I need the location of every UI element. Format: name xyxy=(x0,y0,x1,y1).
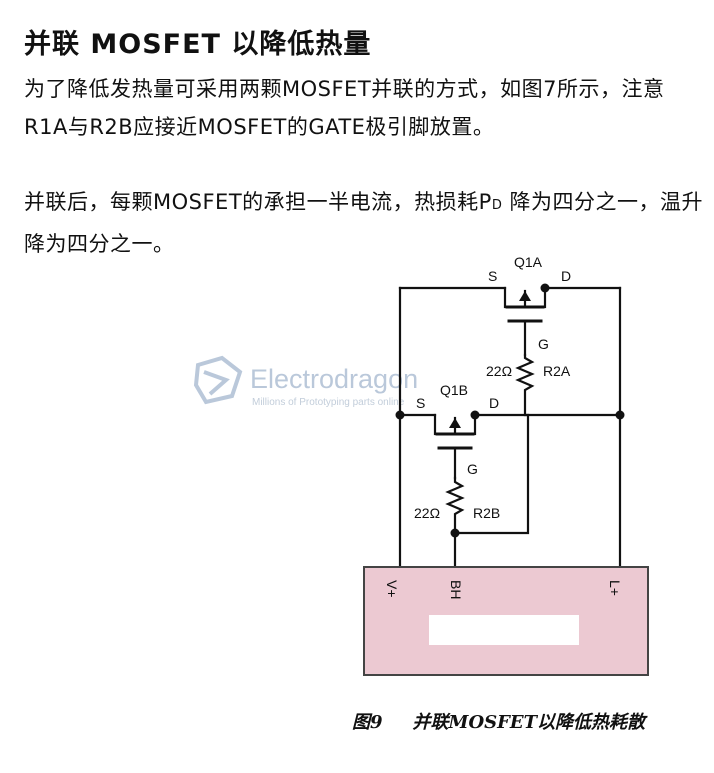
junction-dot xyxy=(450,528,460,538)
q1b-drain-label: D xyxy=(489,395,499,411)
q1b-source-label: S xyxy=(416,395,425,411)
q1b-gate-label: G xyxy=(467,461,478,477)
r2a-resistor xyxy=(456,353,535,535)
paragraph-text-after: 降为四分之一，温升降为四分之一。 xyxy=(24,190,704,256)
r2b-name-label: R2B xyxy=(473,505,500,521)
q1b-arrow-icon xyxy=(449,418,461,428)
board-label-area xyxy=(429,615,579,645)
board-pin-vplus: V+ xyxy=(384,580,400,598)
parallel-mosfet-schematic: Electrodragon Millions of Prototyping pa… xyxy=(193,254,649,676)
q1b-label: Q1B xyxy=(440,382,468,398)
r2b-value-label: 22Ω xyxy=(414,505,440,521)
q1a-gate-label: G xyxy=(538,336,549,352)
q1a-arrow-icon xyxy=(519,291,531,301)
paragraph-text-before: 并联后，每颗MOSFET的承担一半电流，热损耗P xyxy=(24,190,492,214)
q1a-drain-label: D xyxy=(561,268,571,284)
board-pin-bh: BH xyxy=(448,580,464,599)
section-heading: 并联 MOSFET 以降低热量 xyxy=(24,29,372,60)
r2a-value-label: 22Ω xyxy=(486,363,512,379)
junction-dot xyxy=(395,410,405,420)
junction-dot xyxy=(540,283,550,293)
figure-title: 并联MOSFET以降低热耗散 xyxy=(412,712,646,733)
paragraph-parallel-effect: 并联后，每颗MOSFET的承担一半电流，热损耗PD 降为四分之一，温升降为四分之… xyxy=(24,183,704,263)
q1a-label: Q1A xyxy=(514,254,543,270)
junction-dot xyxy=(470,410,480,420)
watermark-tagline: Millions of Prototyping parts online xyxy=(252,397,405,408)
figure-number: 图9 xyxy=(352,712,383,733)
pd-subscript: D xyxy=(491,198,503,213)
board-pin-lplus: L+ xyxy=(607,580,623,596)
electrodragon-watermark: Electrodragon Millions of Prototyping pa… xyxy=(193,355,418,408)
paragraph-parallel-intro: 为了降低发热量可采用两颗MOSFET并联的方式，如图7所示，注意R1A与R2B应… xyxy=(24,77,665,139)
q1a-source-label: S xyxy=(488,268,497,284)
r2a-name-label: R2A xyxy=(543,363,571,379)
figure-caption: 图9 并联MOSFET以降低热耗散 xyxy=(352,708,645,734)
r2b-resistor xyxy=(445,476,465,569)
junction-dot xyxy=(615,410,625,420)
watermark-brand: Electrodragon xyxy=(250,364,418,394)
watermark-logo-icon xyxy=(193,355,243,405)
